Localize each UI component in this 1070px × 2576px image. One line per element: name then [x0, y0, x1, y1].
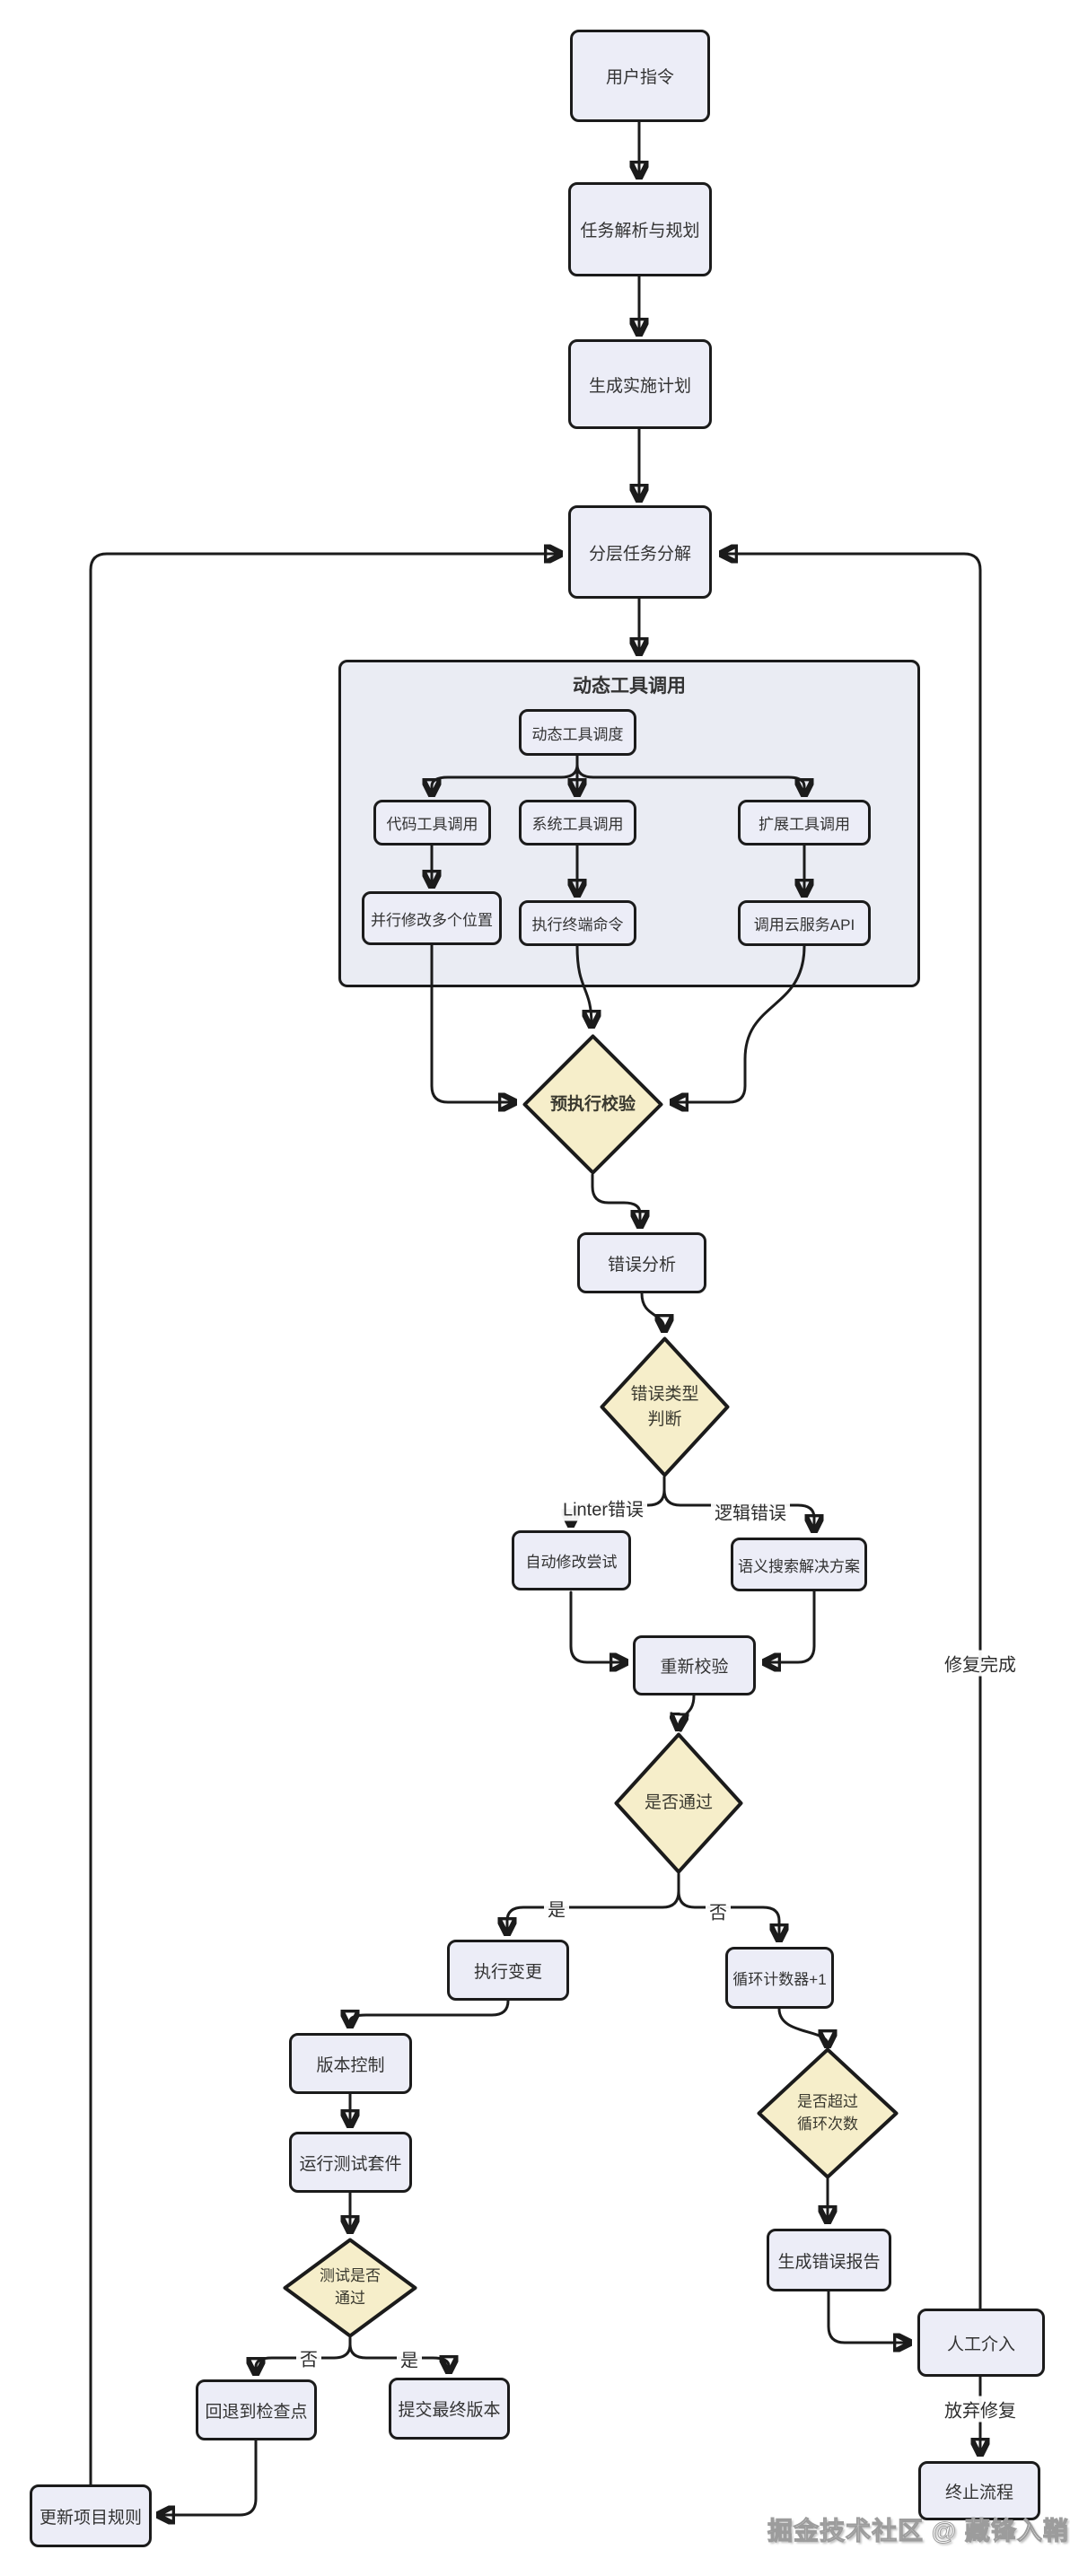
edge-rules-to-decompose-loop	[89, 554, 559, 2486]
node-task-decompose: 分层任务分解	[568, 505, 712, 599]
edge-label-abandon-fix: 放弃修复	[941, 2396, 1020, 2423]
edge-label-test-no: 否	[296, 2344, 321, 2371]
node-ext-tool: 扩展工具调用	[738, 800, 871, 846]
edge-label-pass-yes: 是	[544, 1895, 569, 1922]
decision-error-type: 错误类型 判断	[600, 1336, 730, 1477]
edge-pass-no	[677, 1889, 779, 1939]
edge-label-logic-error: 逻辑错误	[711, 1498, 790, 1525]
edge-testpass-yes	[348, 2343, 449, 2370]
diamond-shape	[614, 1732, 743, 1874]
edge-rollback-to-rules	[160, 2439, 258, 2515]
edge-report-to-human	[827, 2290, 908, 2343]
decision-loop-exceed: 是否超过 循环次数	[757, 2047, 899, 2179]
edge-autofix-to-recheck	[569, 1590, 625, 1662]
edge-human-fixdone-loop	[723, 554, 982, 2310]
edge-precheck-to-analysis	[591, 1173, 640, 1225]
node-generate-plan: 生成实施计划	[568, 339, 712, 429]
node-version-control: 版本控制	[289, 2033, 412, 2094]
node-auto-fix: 自动修改尝试	[512, 1530, 631, 1590]
node-sys-tool: 系统工具调用	[519, 800, 636, 846]
edge-recheck-to-pass	[679, 1694, 696, 1728]
decision-test-pass: 测试是否 通过	[283, 2238, 417, 2338]
edge-parallel-to-precheck	[430, 943, 513, 1102]
node-recheck: 重新校验	[633, 1635, 756, 1695]
node-terminate: 终止流程	[918, 2461, 1040, 2520]
edge-analysis-to-errtype	[640, 1292, 664, 1329]
node-rollback: 回退到检查点	[196, 2379, 317, 2440]
decision-label: 错误类型 判断	[630, 1384, 699, 1429]
watermark-text: 掘金技术社区 @ 藏锋入鞘	[767, 2517, 1069, 2545]
decision-label: 是否通过	[644, 1793, 713, 1813]
decision-label: 是否超过 循环次数	[797, 2092, 858, 2133]
diamond-shape	[522, 1034, 663, 1175]
node-code-tool: 代码工具调用	[373, 800, 491, 846]
node-error-analysis: 错误分析	[577, 1232, 706, 1293]
node-parallel-edit: 并行修改多个位置	[362, 891, 502, 945]
diamond-shape	[600, 1336, 730, 1477]
edge-label-linter-error: Linter错误	[558, 1494, 648, 1521]
node-terminal-command: 执行终端命令	[519, 900, 636, 946]
edge-counter-to-loopcheck	[777, 2007, 828, 2045]
edge-schedule-to-ext	[575, 754, 804, 793]
node-loop-counter: 循环计数器+1	[725, 1947, 834, 2009]
node-cloud-api: 调用云服务API	[738, 900, 871, 946]
decision-pass-check: 是否通过	[614, 1732, 743, 1874]
decision-label: 预执行校验	[549, 1094, 636, 1114]
edge-label-pass-no: 否	[706, 1897, 731, 1924]
edge-exec-to-version	[350, 1999, 510, 2025]
diamond-shape	[283, 2238, 417, 2338]
edge-semantic-to-recheck	[766, 1590, 816, 1662]
node-user-command: 用户指令	[570, 30, 710, 122]
edge-label-fix-done: 修复完成	[941, 1650, 1020, 1677]
edge-label-test-yes: 是	[397, 2345, 422, 2372]
node-tool-schedule: 动态工具调度	[519, 709, 636, 756]
edge-term-to-precheck	[575, 944, 592, 1025]
node-error-report: 生成错误报告	[767, 2229, 891, 2291]
decision-label: 测试是否 通过	[320, 2267, 381, 2307]
node-run-tests: 运行测试套件	[289, 2132, 412, 2193]
diamond-shape	[757, 2047, 899, 2179]
node-update-rules: 更新项目规则	[30, 2484, 152, 2547]
node-task-parse: 任务解析与规划	[568, 182, 712, 276]
node-exec-change: 执行变更	[447, 1940, 569, 2001]
edge-cloud-to-precheck	[673, 944, 806, 1102]
decision-pre-check: 预执行校验	[522, 1034, 663, 1175]
node-commit-final: 提交最终版本	[389, 2378, 510, 2440]
node-human-intervention: 人工介入	[917, 2309, 1045, 2377]
edge-pass-yes	[507, 1872, 680, 1932]
subgraph-title: 动态工具调用	[573, 676, 686, 697]
node-semantic-search: 语义搜索解决方案	[731, 1538, 867, 1591]
edge-schedule-to-code	[432, 754, 579, 793]
